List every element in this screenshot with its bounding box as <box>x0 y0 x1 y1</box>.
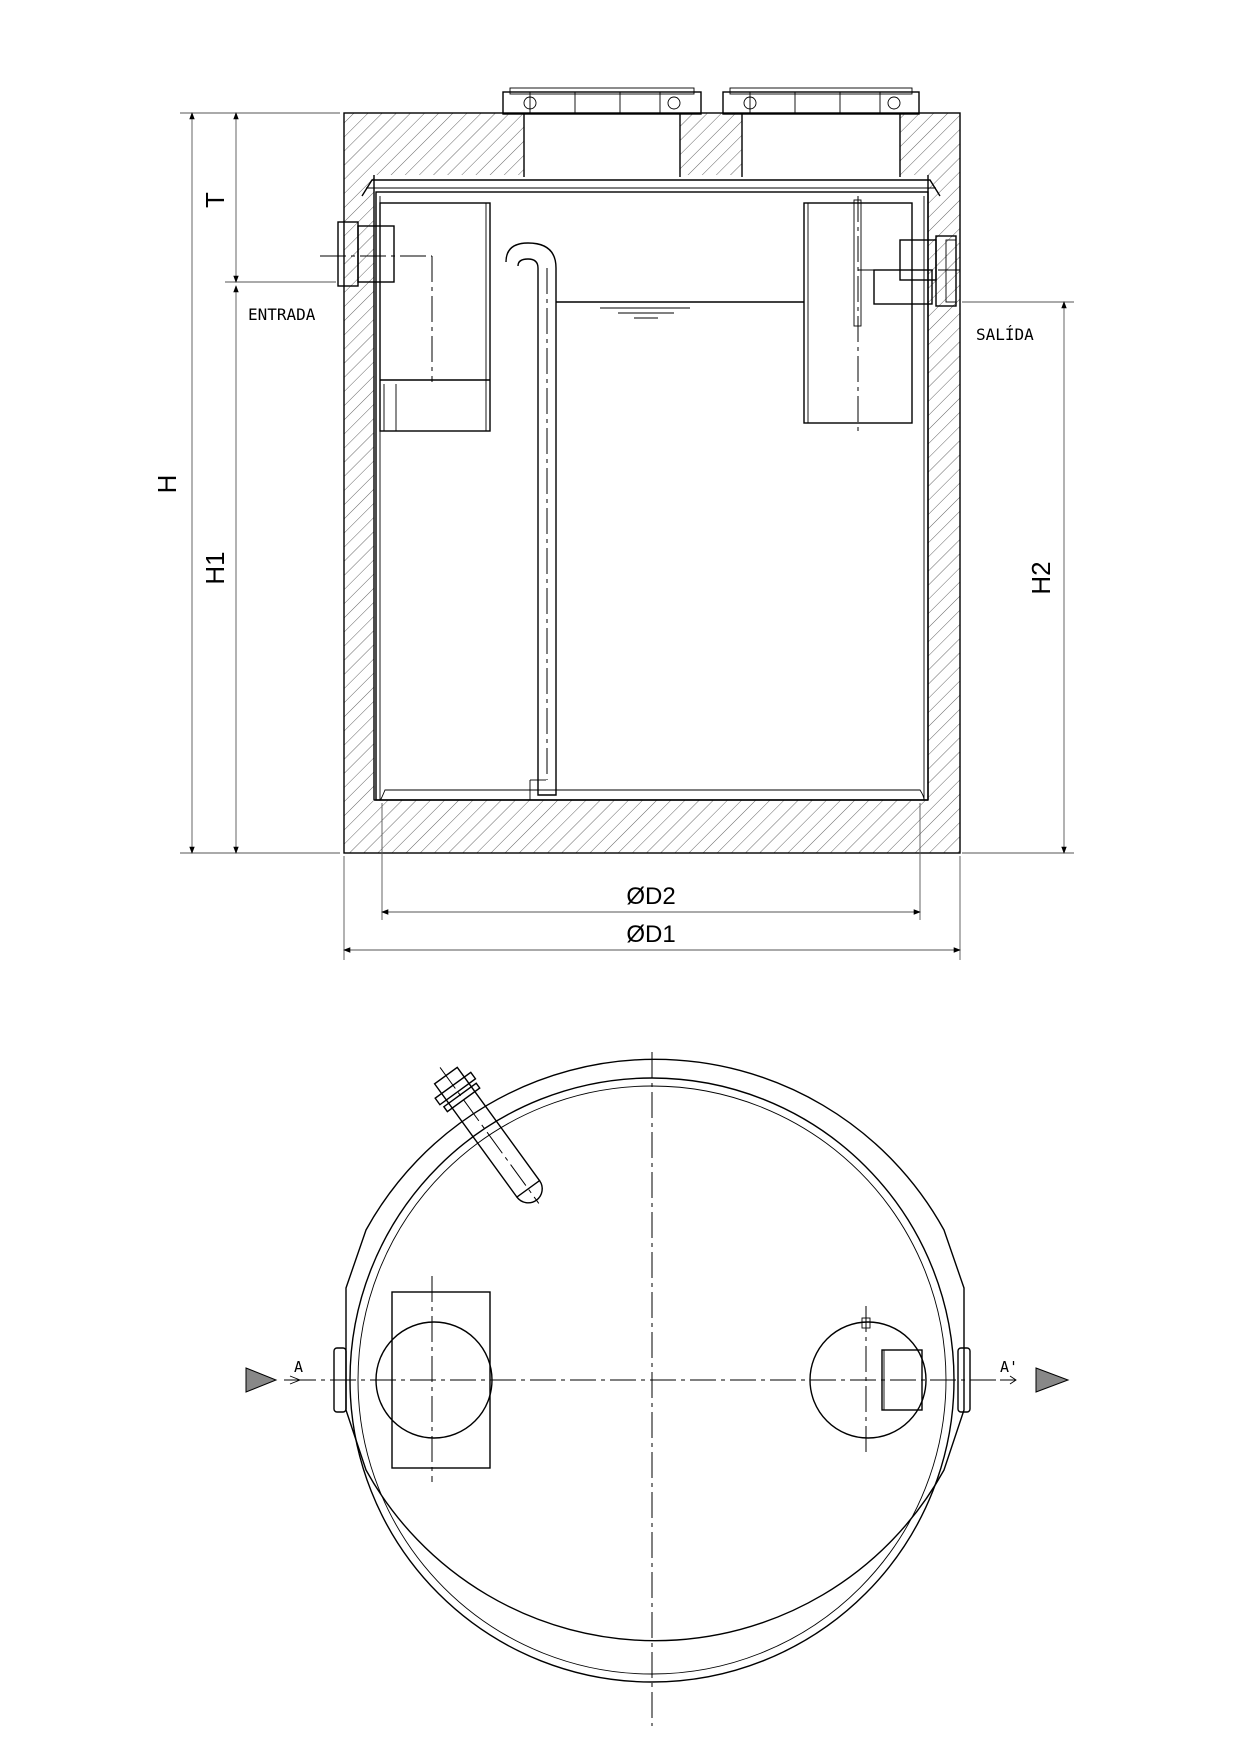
section-marker-right <box>1000 1367 1070 1393</box>
section-mark-right-label: A' <box>1000 1358 1018 1376</box>
plan-outlet-nozzle <box>957 1347 971 1413</box>
outlet-baffle <box>803 196 913 436</box>
concrete-wall-hatch <box>344 113 960 853</box>
dim-label-H1: H1 <box>200 551 230 584</box>
inlet-pipe <box>320 221 433 382</box>
plan-dip-pipe <box>433 1066 543 1204</box>
manhole-cover-right <box>722 87 920 115</box>
outlet-label: SALÍDA <box>976 325 1034 344</box>
manhole-cover-left <box>502 87 702 115</box>
dimension-lines <box>180 112 1074 960</box>
plan-inlet-nozzle <box>333 1347 347 1413</box>
section-mark-left-label: A <box>294 1358 303 1376</box>
plan-outlet-baffle <box>809 1306 927 1452</box>
dim-label-D2: ØD2 <box>626 883 675 910</box>
outlet-pipe <box>858 235 960 307</box>
tank-outline <box>343 112 961 854</box>
dim-label-H: H <box>152 475 182 494</box>
section-marker-left <box>245 1367 302 1393</box>
water-level <box>556 301 804 319</box>
plan-outer-shell <box>345 1058 965 1642</box>
dim-label-H2: H2 <box>1026 561 1056 594</box>
inlet-baffle <box>379 202 491 432</box>
sampling-pipe <box>505 242 557 800</box>
inlet-label: ENTRADA <box>248 305 316 324</box>
section-view: H T H1 H2 ØD2 ØD1 ENTRADA SALÍDA <box>152 87 1074 960</box>
dim-label-D1: ØD1 <box>626 921 675 948</box>
plan-view: A A' <box>245 1052 1070 1726</box>
dim-label-T: T <box>200 192 230 208</box>
inner-tank <box>361 179 941 801</box>
plan-inlet-baffle <box>375 1276 493 1482</box>
